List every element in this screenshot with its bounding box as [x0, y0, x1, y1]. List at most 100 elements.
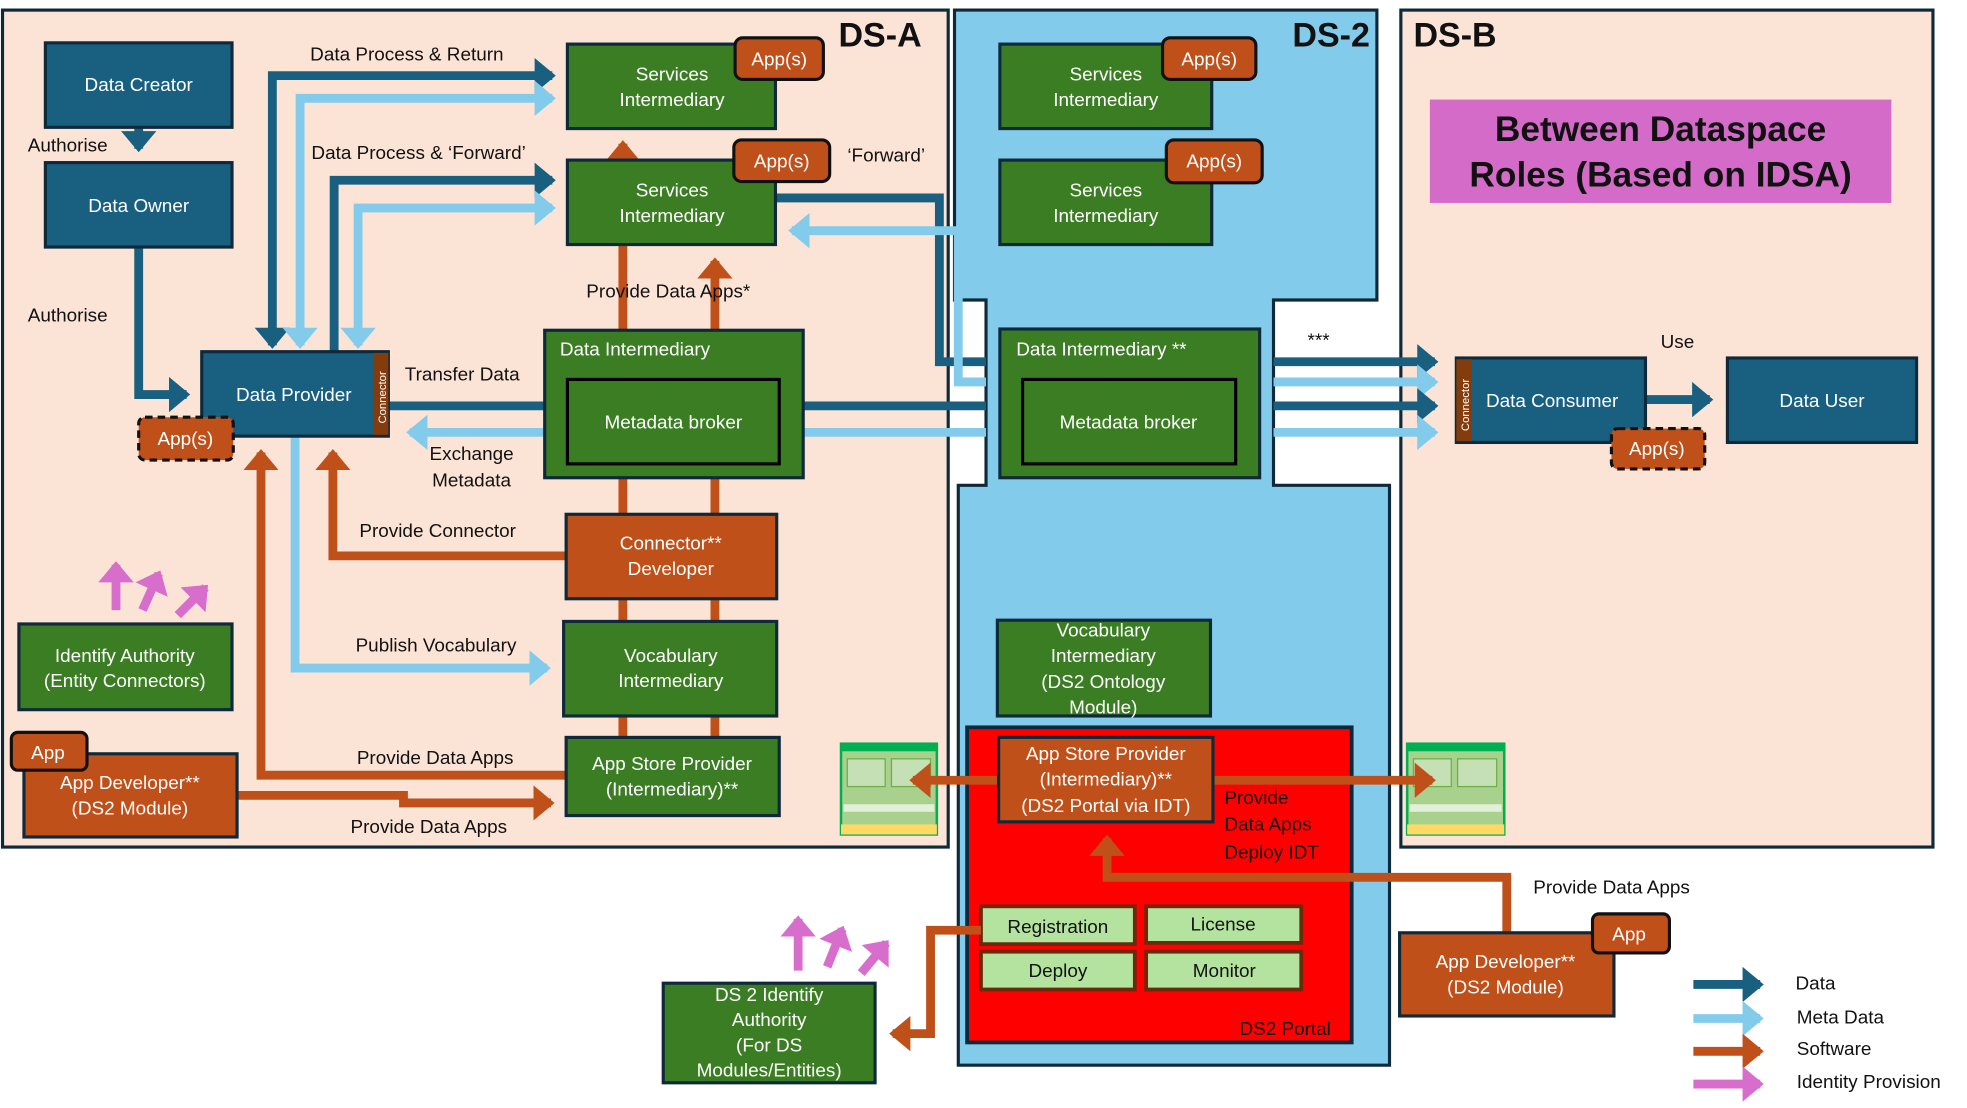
identify-authority-node[interactable] — [17, 622, 234, 712]
authorise-label-1: Authorise — [28, 135, 108, 156]
ds-a-metadata-broker-label: Metadata broker — [604, 413, 742, 434]
ds-a-vocabulary-intermediary[interactable] — [562, 619, 779, 718]
ds2-app-store-line2: (Intermediary)** — [1040, 769, 1173, 790]
app-dev-line1: App Developer** — [60, 773, 200, 794]
ds2-identity-line1: DS 2 Identify — [715, 985, 824, 1006]
app-store-line2: (Intermediary)** — [606, 779, 739, 800]
exchange-label-2: Metadata — [432, 471, 511, 492]
data-creator-label: Data Creator — [85, 75, 193, 96]
ds2-identity-arrow-3 — [857, 940, 890, 976]
deploy-module[interactable] — [979, 949, 1137, 992]
identity-line2: (Entity Connectors) — [44, 671, 206, 692]
identity-arrow-3 — [174, 584, 209, 619]
ds-a-app-badge-label: App — [31, 743, 65, 764]
ds2-si2-apps-badge[interactable] — [1164, 138, 1264, 185]
ds2-identify-authority-node[interactable] — [661, 981, 877, 1085]
consumer-apps-badge[interactable] — [1609, 427, 1707, 471]
monitor-module[interactable] — [1144, 949, 1304, 992]
ds2-app-store-line3: (DS2 Portal via IDT) — [1021, 796, 1190, 817]
consumer-connector-label: Connector — [1460, 379, 1472, 431]
ds2-si2-line2: Intermediary — [1053, 206, 1159, 227]
ds2-app-dev-provide-apps-arrow — [1089, 834, 1512, 933]
si1-line2: Intermediary — [620, 90, 726, 111]
ds2-data-intermediary-label: Data Intermediary ** — [1016, 339, 1187, 360]
data-consumer-label: Data Consumer — [1486, 391, 1618, 412]
app-dev-line2: (DS2 Module) — [72, 798, 189, 819]
ds2-vocab-line1: Vocabulary — [1057, 621, 1151, 642]
ds-a-metadata-broker[interactable] — [565, 377, 781, 466]
ds2-app-store-provider[interactable] — [997, 735, 1215, 824]
deploy-label: Deploy — [1028, 961, 1087, 982]
provider-connector-label: Connector — [377, 371, 389, 423]
data-consumer-node[interactable] — [1454, 356, 1648, 445]
data-process-return-arrow — [267, 57, 556, 331]
data-process-forward-label: Data Process & ‘Forward’ — [311, 143, 525, 164]
portal-note-3: Deploy IDT — [1224, 842, 1319, 863]
title-line2: Roles (Based on IDSA) — [1469, 156, 1851, 195]
forward-meta-arrow — [788, 213, 987, 387]
si2-line1: Services — [636, 181, 709, 202]
provide-data-apps-star-label: Provide Data Apps* — [586, 281, 751, 302]
ds-2-label: DS-2 — [1292, 17, 1370, 55]
ds2-si1-line1: Services — [1070, 65, 1143, 86]
app-store-line1: App Store Provider — [592, 754, 752, 775]
data-process-forward-arrow — [329, 162, 556, 352]
consumer-apps-label: App(s) — [1629, 439, 1685, 460]
ds2-metadata-broker-label: Metadata broker — [1060, 413, 1198, 434]
si1-apps-label: App(s) — [751, 50, 807, 71]
connector-dev-line1: Connector** — [620, 534, 723, 555]
ds2-app-badge-label: App — [1612, 924, 1646, 945]
consumer-connector-strip — [1456, 359, 1472, 442]
meta-process-return-arrow — [295, 80, 556, 331]
portal-note-1: Provide — [1224, 788, 1288, 809]
provide-data-apps-label-2: Provide Data Apps — [351, 817, 508, 838]
si2-apps-label: App(s) — [754, 152, 810, 173]
app-dev-provide-apps-arrow — [237, 785, 555, 821]
data-creator-node[interactable] — [43, 41, 234, 129]
forward-label: ‘Forward’ — [847, 145, 925, 166]
authorise-label-2: Authorise — [28, 305, 108, 326]
ds2-vocabulary-intermediary[interactable] — [995, 618, 1213, 718]
ds2-si1-apps-label: App(s) — [1181, 50, 1237, 71]
title-line1: Between Dataspace — [1495, 110, 1826, 149]
exchange-label-1: Exchange — [430, 444, 514, 465]
provider-apps-badge[interactable] — [137, 415, 235, 462]
ds-a-app-badge[interactable] — [9, 730, 89, 772]
idt-thumbnail-b — [1405, 742, 1506, 836]
data-process-return-label: Data Process & Return — [310, 45, 503, 66]
provide-connector-label: Provide Connector — [359, 521, 516, 542]
si2-apps-badge[interactable] — [732, 138, 832, 184]
legend-software-label: Software — [1797, 1039, 1872, 1060]
ds2-app-badge[interactable] — [1590, 912, 1672, 955]
provide-data-apps-arrow-up — [243, 448, 567, 780]
si1-line1: Services — [636, 65, 709, 86]
ds-a-label: DS-A — [838, 17, 921, 55]
triple-star-label: *** — [1308, 331, 1331, 352]
data-user-node[interactable] — [1725, 356, 1919, 445]
portal-note-2: Data Apps — [1224, 815, 1311, 836]
data-owner-label: Data Owner — [88, 196, 189, 217]
provide-data-apps-label-1: Provide Data Apps — [357, 748, 514, 769]
ds2-metadata-broker[interactable] — [1021, 377, 1238, 466]
ds2-app-developer-node[interactable] — [1398, 931, 1616, 1018]
identity-arrow-2 — [135, 570, 168, 612]
ds-b-label: DS-B — [1413, 17, 1496, 55]
data-owner-node[interactable] — [43, 161, 234, 249]
ds2-identity-line3: (For DS — [736, 1035, 802, 1056]
connector-dev-line2: Developer — [628, 559, 714, 580]
authorise-arrow-2 — [134, 247, 191, 413]
license-module[interactable] — [1144, 904, 1304, 945]
data-user-label: Data User — [1779, 391, 1864, 412]
provide-connector-arrow — [315, 448, 567, 561]
ds2-si1-apps-badge[interactable] — [1160, 36, 1258, 81]
ds2-app-dev-line2: (DS2 Module) — [1447, 977, 1564, 998]
vocab-line1: Vocabulary — [624, 646, 718, 667]
registration-module[interactable] — [979, 904, 1137, 947]
connector-developer-node[interactable] — [564, 512, 779, 601]
si1-apps-badge[interactable] — [733, 36, 825, 81]
si2-line2: Intermediary — [620, 206, 726, 227]
ds-a-app-store-provider[interactable] — [564, 735, 781, 818]
registration-label: Registration — [1007, 917, 1108, 938]
ds2-app-dev-line1: App Developer** — [1436, 952, 1576, 973]
